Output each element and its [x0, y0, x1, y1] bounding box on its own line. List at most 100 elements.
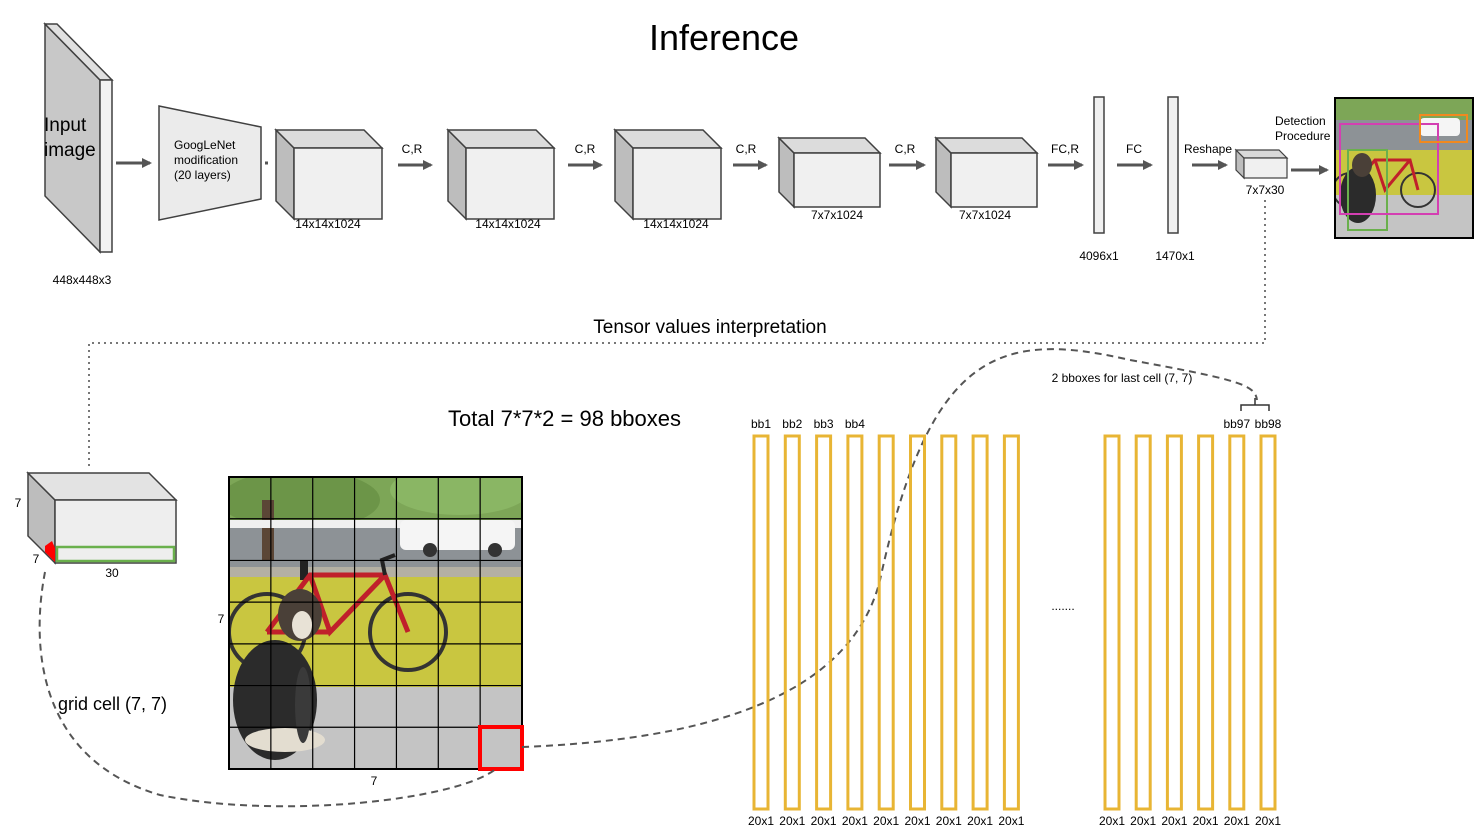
block1-size: 14x14x1024	[295, 217, 361, 231]
arrow-1-label: C,R	[402, 142, 423, 156]
grid-lines	[229, 477, 522, 769]
output-size: 7x7x30	[1246, 183, 1285, 197]
bbox-column-bar	[909, 434, 926, 811]
grid-cell-label: grid cell (7, 7)	[58, 694, 167, 714]
bbox-column-bottom-label: 20x1	[1255, 814, 1281, 828]
fc2-size: 1470x1	[1155, 249, 1195, 263]
bbox-column-left-8: 20x1	[967, 434, 993, 828]
grid-cell-highlight	[478, 725, 524, 771]
googlenet-label: GoogLeNet modification (20 layers)	[174, 138, 241, 182]
bbox-column-bar	[1134, 434, 1152, 811]
tensor-depth-label: 30	[105, 566, 119, 580]
bbox-column-right-2: 20x1	[1130, 434, 1157, 828]
bbox-column-bottom-label: 20x1	[1161, 814, 1187, 828]
googlenet-line-3: (20 layers)	[174, 168, 231, 182]
bbox-column-top-label: bb4	[845, 417, 865, 431]
conv-blocks	[274, 128, 1039, 221]
grid-photo	[228, 476, 524, 771]
total-bboxes-label: Total 7*7*2 = 98 bboxes	[448, 406, 681, 431]
bbox-column-bottom-label: 20x1	[904, 814, 930, 828]
curve-tensor-to-cell	[38, 571, 498, 808]
tensor-highlight-cell	[45, 541, 55, 562]
bbox-column-top-label: bb2	[782, 417, 802, 431]
bbox-column-bar	[1259, 434, 1277, 811]
arrow-4-label: C,R	[895, 142, 916, 156]
last-cell-bracket	[1240, 398, 1270, 411]
diagram-title: Inference	[649, 17, 799, 58]
detection-result-image	[1334, 97, 1474, 239]
bbox-column-bar	[1228, 434, 1246, 811]
bbox-column-bar	[815, 434, 833, 811]
bbox-column-bottom-label: 20x1	[842, 814, 868, 828]
input-image-slab	[43, 22, 114, 254]
arrow-6-label: FC	[1126, 142, 1142, 156]
tensor-width-label: 7	[33, 552, 40, 566]
bbox-column-right-1: 20x1	[1099, 434, 1125, 828]
block3-size: 14x14x1024	[643, 217, 709, 231]
bbox-column-bottom-label: 20x1	[998, 814, 1024, 828]
bbox-column-top-label: bb3	[814, 417, 834, 431]
bbox-column-left-7: 20x1	[936, 434, 962, 828]
bbox-column-bar	[971, 434, 989, 811]
fc1-size: 4096x1	[1079, 249, 1119, 263]
bbox-column-top-label: bb1	[751, 417, 771, 431]
last-cell-note: 2 bboxes for last cell (7, 7)	[1052, 371, 1193, 385]
detection-line-1: Detection	[1275, 114, 1326, 128]
bbox-column-left-9: 20x1	[998, 434, 1025, 828]
bbox-column-bottom-label: 20x1	[1193, 814, 1219, 828]
input-label-line-1: Input	[44, 115, 87, 136]
arrow-5-label: FC,R	[1051, 142, 1079, 156]
bbox-column-bottom-label: 20x1	[967, 814, 993, 828]
conv-block-2	[446, 128, 556, 221]
bbox-column-bottom-label: 20x1	[1224, 814, 1250, 828]
block4-size: 7x7x1024	[811, 208, 863, 222]
grid-bottom-label: 7	[371, 774, 378, 788]
bbox-column-left-5: 20x1	[873, 434, 900, 828]
detection-label: Detection Procedure	[1275, 114, 1331, 143]
bbox-column-bar	[846, 434, 864, 811]
conv-block-1	[274, 128, 384, 221]
tensor-height-label: 7	[15, 496, 22, 510]
bbox-column-bar	[783, 434, 801, 811]
fc1-layer	[1093, 96, 1105, 234]
bbox-column-bottom-label: 20x1	[1099, 814, 1125, 828]
bbox-column-bar	[1165, 434, 1183, 811]
bbox-column-left-1: bb1 20x1	[748, 417, 774, 828]
bbox-column-bar	[1197, 434, 1215, 811]
block5-size: 7x7x1024	[959, 208, 1011, 222]
bbox-column-bottom-label: 20x1	[748, 814, 774, 828]
bbox-column-bar	[1002, 434, 1020, 811]
bbox-column-bar	[877, 434, 895, 811]
bbox-column-bottom-label: 20x1	[1130, 814, 1156, 828]
bbox-column-bottom-label: 20x1	[936, 814, 962, 828]
bbox-column-left-2: bb2 20x1	[779, 417, 805, 828]
bbox-column-bar	[752, 434, 770, 811]
bbox-column-right-4: 20x1	[1193, 434, 1219, 828]
arrow-7-label: Reshape	[1184, 142, 1232, 156]
tensor-box	[26, 471, 178, 565]
bbox-column-bottom-label: 20x1	[779, 814, 805, 828]
googlenet-block	[158, 105, 262, 221]
googlenet-line-1: GoogLeNet	[174, 138, 236, 152]
input-image-label: Input image	[44, 115, 96, 161]
input-size-label: 448x448x3	[53, 273, 112, 287]
bbox-column-bar	[1103, 434, 1121, 811]
grid-left-label: 7	[218, 612, 225, 626]
interpretation-title: Tensor values interpretation	[593, 317, 826, 338]
detection-line-2: Procedure	[1275, 129, 1331, 143]
block2-size: 14x14x1024	[475, 217, 541, 231]
output-tensor	[1234, 148, 1289, 180]
arrow-3-label: C,R	[736, 142, 757, 156]
bbox-column-left-6: 20x1	[904, 434, 931, 828]
bbox-column-right-3: 20x1	[1161, 434, 1188, 828]
tensor-highlight-vector	[55, 545, 176, 563]
arrow-2-label: C,R	[575, 142, 596, 156]
conv-block-5	[934, 136, 1039, 209]
conv-block-3	[613, 128, 723, 221]
googlenet-line-2: modification	[174, 153, 238, 167]
